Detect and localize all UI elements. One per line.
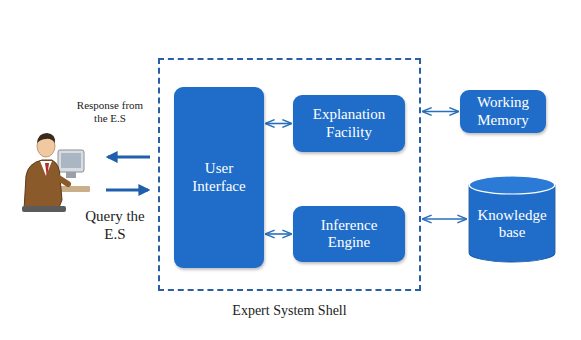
box-label: Knowledge base: [468, 207, 556, 242]
connector-arrow: [423, 218, 466, 220]
response-arrow: [108, 156, 150, 159]
box-label: Inference Engine: [293, 217, 405, 252]
shell-caption: Expert System Shell: [160, 303, 419, 319]
process-box: Inference Engine: [293, 206, 405, 262]
annotation-label: Query the E.S: [80, 207, 150, 243]
process-box: Working Memory: [460, 90, 546, 133]
database-cylinder: Knowledge base: [468, 175, 556, 263]
connector-arrow: [423, 111, 458, 113]
box-label: Explanation Facility: [293, 106, 405, 141]
process-box: Explanation Facility: [293, 95, 405, 152]
shell-boundary: Expert System ShellUser InterfaceExplana…: [158, 58, 421, 291]
connector-arrow: [266, 233, 291, 235]
box-label: User Interface: [174, 160, 264, 195]
connector-arrow: [266, 123, 291, 125]
user-figure: [22, 133, 90, 212]
annotation-label: Response from the E.S: [70, 99, 150, 125]
process-box: User Interface: [174, 87, 264, 268]
box-label: Working Memory: [460, 94, 546, 129]
query-arrow: [106, 189, 148, 192]
